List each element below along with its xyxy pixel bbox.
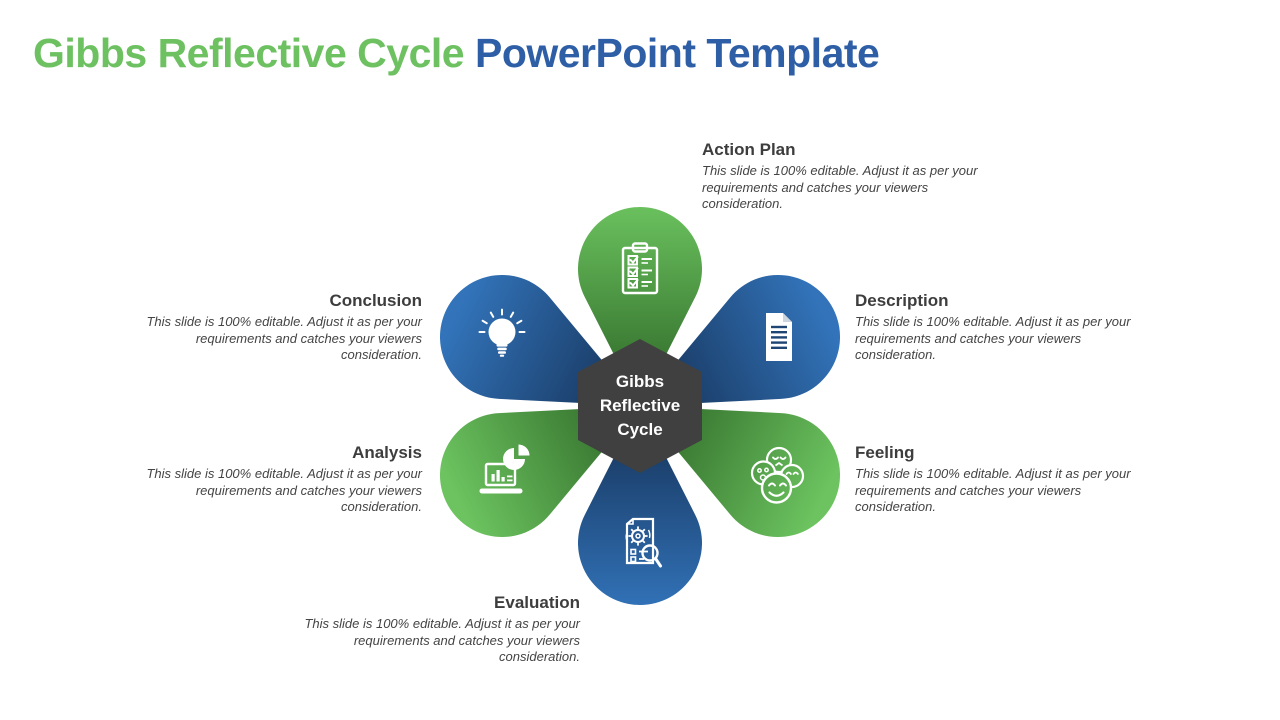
hex-line-3: Cycle bbox=[617, 420, 663, 439]
petal-action-plan bbox=[578, 206, 702, 406]
section-title: Action Plan bbox=[702, 140, 796, 159]
section-feeling: Feeling This slide is 100% editable. Adj… bbox=[855, 443, 1155, 516]
petal-evaluation bbox=[578, 406, 702, 606]
hex-line-1: Gibbs bbox=[615, 372, 665, 391]
center-hexagon bbox=[578, 339, 702, 473]
emotion-faces-icon bbox=[742, 439, 814, 511]
section-analysis: Analysis This slide is 100% editable. Ad… bbox=[122, 443, 422, 516]
section-description-block: Description This slide is 100% editable.… bbox=[855, 291, 1155, 364]
section-title: Analysis bbox=[352, 443, 422, 462]
section-conclusion: Conclusion This slide is 100% editable. … bbox=[122, 291, 422, 364]
hex-line-2: Reflective bbox=[599, 396, 681, 415]
document-icon bbox=[766, 313, 792, 361]
section-description: This slide is 100% editable. Adjust it a… bbox=[304, 616, 580, 665]
section-description: This slide is 100% editable. Adjust it a… bbox=[146, 314, 422, 363]
center-hexagon-label: Gibbs Reflective Cycle bbox=[578, 339, 702, 473]
page-title: Gibbs Reflective Cycle PowerPoint Templa… bbox=[33, 30, 880, 77]
section-description: This slide is 100% editable. Adjust it a… bbox=[146, 466, 422, 515]
section-title: Feeling bbox=[855, 443, 915, 462]
section-description: This slide is 100% editable. Adjust it a… bbox=[702, 163, 978, 212]
section-description: This slide is 100% editable. Adjust it a… bbox=[855, 466, 1131, 515]
clipboard-checklist-icon bbox=[621, 242, 659, 295]
title-blue-segment: PowerPoint Template bbox=[474, 30, 880, 76]
section-title: Description bbox=[855, 291, 949, 310]
title-green-segment: Gibbs Reflective Cycle bbox=[33, 30, 475, 76]
laptop-charts-icon bbox=[479, 444, 530, 494]
document-gear-magnifier-icon bbox=[625, 517, 662, 568]
section-action-plan: Action Plan This slide is 100% editable.… bbox=[702, 140, 1002, 213]
section-title: Conclusion bbox=[329, 291, 422, 310]
section-title: Evaluation bbox=[494, 593, 580, 612]
section-description: This slide is 100% editable. Adjust it a… bbox=[855, 314, 1131, 363]
section-evaluation: Evaluation This slide is 100% editable. … bbox=[280, 593, 580, 666]
lightbulb-icon bbox=[478, 308, 526, 357]
